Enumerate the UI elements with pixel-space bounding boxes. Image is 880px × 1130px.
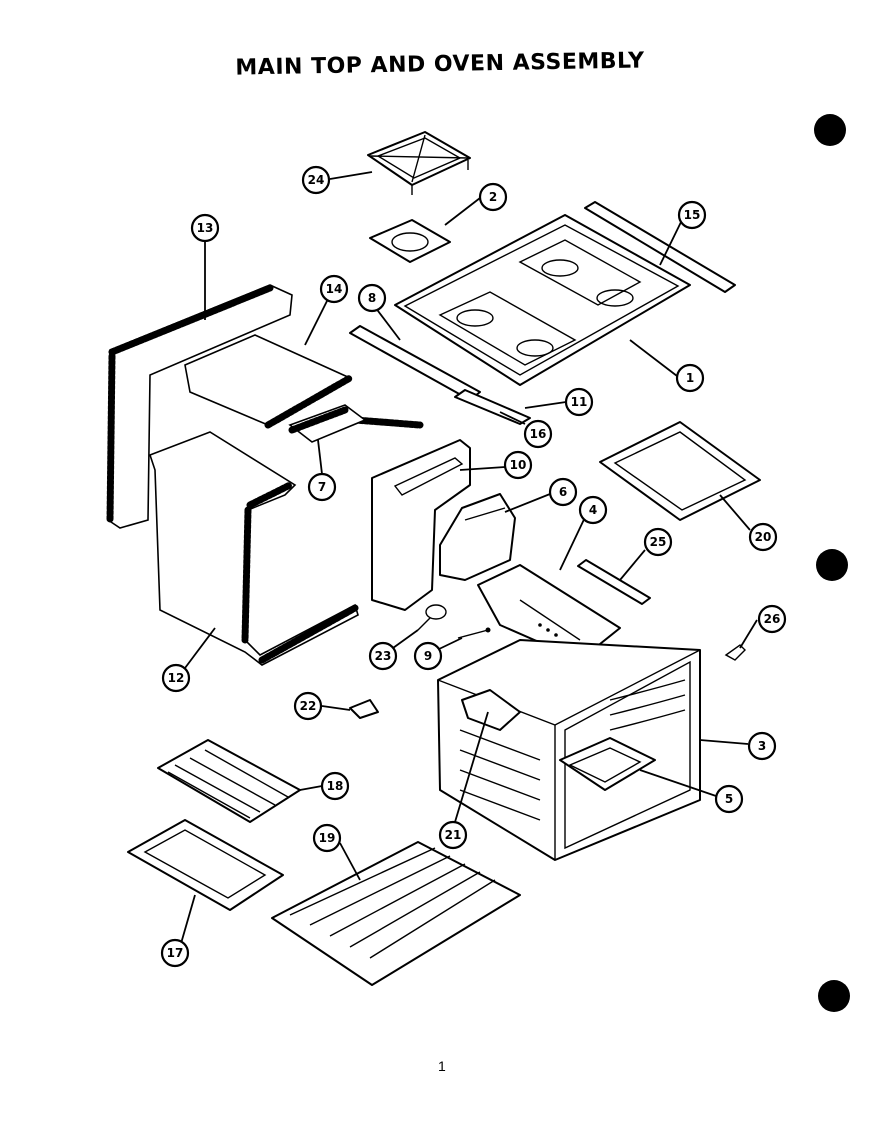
part-13-insulation-blanket xyxy=(106,284,293,529)
callout-label: 9 xyxy=(424,649,432,663)
callout-15: 15 xyxy=(677,200,707,230)
part-25-strip xyxy=(577,559,651,605)
part-10-back-panel xyxy=(371,439,471,611)
callout-21: 21 xyxy=(438,820,468,850)
callout-17: 17 xyxy=(160,938,190,968)
part-2-burner-bowl xyxy=(369,219,451,263)
binder-hole-top xyxy=(814,114,846,146)
callout-22: 22 xyxy=(293,691,323,721)
part-12-wrap-insulation xyxy=(148,431,359,666)
part-1-main-top xyxy=(394,214,691,386)
callout-4: 4 xyxy=(578,495,608,525)
callout-19: 19 xyxy=(312,823,342,853)
callout-3: 3 xyxy=(747,731,777,761)
callout-label: 21 xyxy=(445,828,462,842)
callout-23: 23 xyxy=(368,641,398,671)
callout-label: 26 xyxy=(764,612,781,626)
callout-label: 24 xyxy=(308,173,325,187)
binder-hole-middle xyxy=(816,549,848,581)
part-7-insulation-piece xyxy=(288,404,367,443)
callout-label: 16 xyxy=(530,427,547,441)
part-21-burner-box xyxy=(461,689,521,731)
callout-label: 10 xyxy=(510,458,527,472)
callout-2: 2 xyxy=(478,182,508,212)
part-26-clip xyxy=(724,644,746,661)
part-14-top-insulation xyxy=(184,334,424,429)
callout-8: 8 xyxy=(357,283,387,313)
part-24-grate xyxy=(367,131,471,195)
callout-label: 23 xyxy=(375,649,392,663)
part-15-trim-strip xyxy=(584,201,736,293)
part-23-igniter xyxy=(417,604,447,631)
callout-12: 12 xyxy=(161,663,191,693)
callout-label: 19 xyxy=(319,831,336,845)
part-22-bracket xyxy=(349,699,379,719)
callout-label: 15 xyxy=(684,208,701,222)
part-17-broiler-pan xyxy=(127,819,284,911)
callout-6: 6 xyxy=(548,477,578,507)
callout-label: 25 xyxy=(650,535,667,549)
callout-label: 13 xyxy=(197,221,214,235)
callout-label: 20 xyxy=(755,530,772,544)
part-19-oven-rack xyxy=(271,841,521,986)
callout-5: 5 xyxy=(714,784,744,814)
part-3-oven-liner xyxy=(437,639,701,861)
callout-9: 9 xyxy=(413,641,443,671)
callout-18: 18 xyxy=(320,771,350,801)
part-18-broiler-grid xyxy=(157,739,301,823)
part-6-flue-deflector xyxy=(439,493,516,581)
callout-label: 7 xyxy=(318,480,326,494)
callout-1: 1 xyxy=(675,363,705,393)
callout-7: 7 xyxy=(307,472,337,502)
callout-label: 11 xyxy=(571,395,588,409)
callout-26: 26 xyxy=(757,604,787,634)
leader-lines xyxy=(179,171,758,948)
part-20-panel xyxy=(599,421,761,521)
callout-16: 16 xyxy=(523,419,553,449)
callout-label: 22 xyxy=(300,699,317,713)
callout-label: 8 xyxy=(368,291,376,305)
part-8-front-strip xyxy=(349,325,481,401)
part-5-broiler-drawer xyxy=(559,737,656,791)
callout-13: 13 xyxy=(190,213,220,243)
callout-10: 10 xyxy=(503,450,533,480)
callout-label: 14 xyxy=(326,282,343,296)
binder-hole-bottom xyxy=(818,980,850,1012)
callout-label: 17 xyxy=(167,946,184,960)
callout-label: 1 xyxy=(686,371,694,385)
callout-label: 5 xyxy=(725,792,733,806)
callout-24: 24 xyxy=(301,165,331,195)
part-9-orifice xyxy=(457,627,491,639)
callout-14: 14 xyxy=(319,274,349,304)
callout-label: 18 xyxy=(327,779,344,793)
callout-label: 6 xyxy=(559,485,567,499)
page-number: 1 xyxy=(438,1058,446,1074)
callout-label: 3 xyxy=(758,739,766,753)
callout-label: 12 xyxy=(168,671,185,685)
part-16-rear-strip xyxy=(454,389,531,425)
callout-label: 2 xyxy=(489,190,497,204)
callout-11: 11 xyxy=(564,387,594,417)
callout-label: 4 xyxy=(589,503,597,517)
callout-25: 25 xyxy=(643,527,673,557)
callout-20: 20 xyxy=(748,522,778,552)
